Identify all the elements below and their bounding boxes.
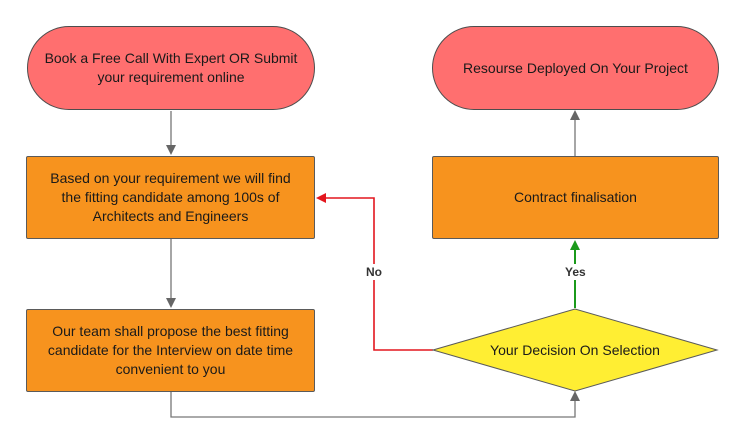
decision-diamond: [431, 308, 719, 392]
edge-propose-to-decision: [170, 391, 580, 418]
contract-node: Contract finalisation: [432, 156, 719, 239]
edge-label-no: No: [364, 264, 384, 280]
propose-interview-node: Our team shall propose the best fitting …: [26, 309, 315, 392]
edge-label-yes: Yes: [563, 264, 588, 280]
find-candidate-node: Based on your requirement we will find t…: [26, 156, 315, 239]
decision-node-label: Your Decision On Selection: [490, 341, 660, 358]
start-node: Book a Free Call With Expert OR Submit y…: [27, 26, 315, 110]
deployed-node: Resourse Deployed On Your Project: [432, 26, 719, 110]
